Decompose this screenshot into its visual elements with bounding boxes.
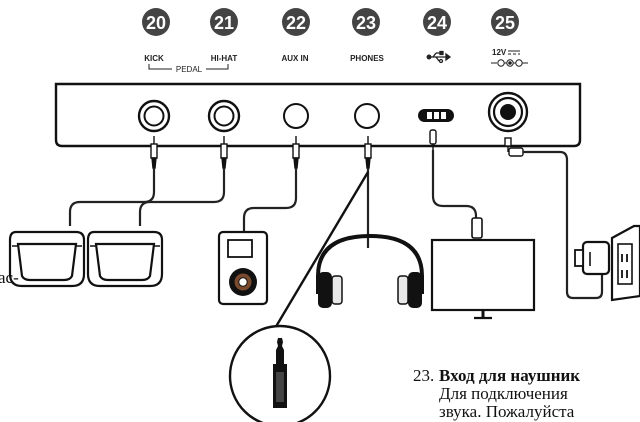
badge-24-number: 24 (427, 13, 447, 33)
badge-21: 21 (210, 8, 238, 36)
phones-jack (354, 103, 380, 129)
hihat-pedal-icon (86, 230, 164, 288)
hihat-jack (207, 99, 241, 133)
wall-outlet-icon (610, 224, 640, 302)
aux-in-label: AUX IN (281, 54, 308, 63)
headphones-icon (316, 233, 424, 308)
usb-cable (431, 150, 478, 222)
pedal-bracket: PEDAL (148, 64, 229, 74)
badge-20: 20 (142, 8, 170, 36)
badge-22-number: 22 (286, 13, 306, 33)
phones-description: 23. Вход для наушник Для подключения зву… (413, 366, 580, 421)
badge-23-number: 23 (356, 13, 376, 33)
badge-25: 25 (491, 8, 519, 36)
aux-plug (292, 136, 300, 169)
description-title: Вход для наушник (439, 366, 580, 385)
media-player-icon (217, 230, 269, 306)
kick-plug (150, 136, 158, 169)
description-line-1: Для подключения (439, 384, 568, 403)
dc-jack (487, 91, 529, 133)
hihat-label: HI-HAT (211, 54, 238, 63)
phones-label: PHONES (350, 54, 384, 63)
hihat-cable (138, 168, 226, 226)
phone-plug-zoom-callout (228, 324, 332, 422)
computer-monitor-icon (430, 217, 536, 320)
dc-voltage-label: 12V (492, 48, 507, 57)
description-line-2: звука. Пожалуйста (439, 402, 575, 421)
usb-plug (429, 129, 437, 150)
power-adapter-icon (574, 240, 611, 276)
dc-plug (504, 137, 524, 157)
dc-power-label: 12V (491, 48, 528, 67)
badge-22: 22 (282, 8, 310, 36)
dc-symbol-icon (491, 50, 528, 67)
kick-pedal-icon (8, 230, 86, 288)
badge-23: 23 (352, 8, 380, 36)
pedal-group-label: PEDAL (176, 65, 203, 74)
usb-port (418, 109, 454, 122)
phones-plug (364, 136, 372, 169)
aux-in-jack (283, 103, 309, 129)
badge-25-number: 25 (495, 13, 515, 33)
aux-cable (242, 168, 298, 232)
badge-20-number: 20 (146, 13, 166, 33)
left-text-fragment: ас- (0, 268, 19, 287)
description-item-number: 23. (413, 366, 434, 385)
kick-jack (137, 99, 171, 133)
back-panel (54, 82, 582, 148)
dc-cable (523, 150, 604, 300)
zoom-leader-line (266, 171, 370, 341)
usb-icon (426, 50, 452, 64)
kick-cable (68, 168, 156, 226)
badge-24: 24 (423, 8, 451, 36)
kick-label: KICK (144, 54, 164, 63)
hihat-plug (220, 136, 228, 169)
badge-21-number: 21 (214, 13, 234, 33)
